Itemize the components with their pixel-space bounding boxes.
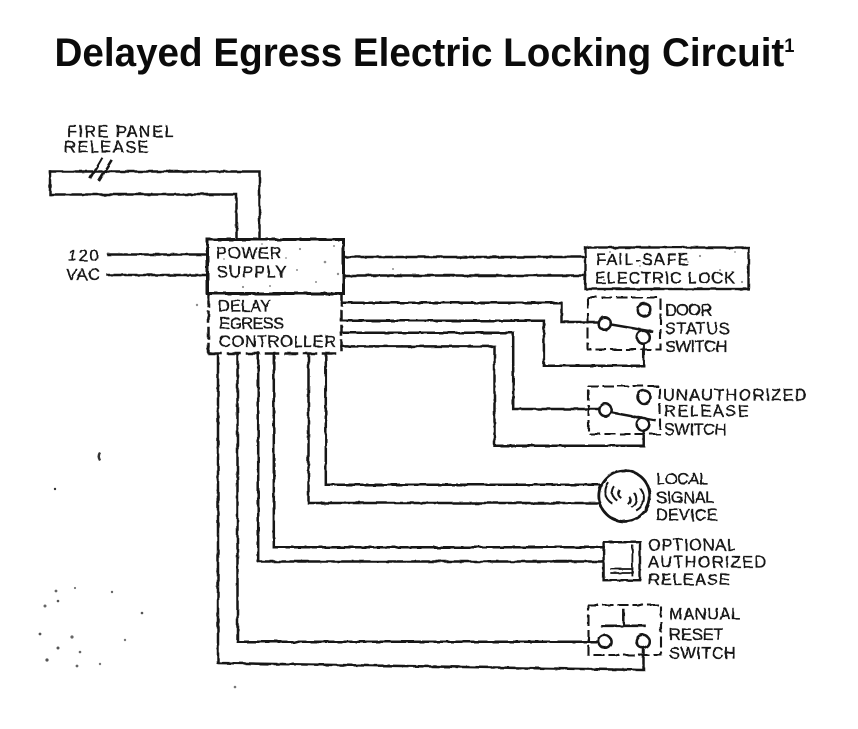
svg-text:SUPPLY: SUPPLY bbox=[217, 264, 288, 282]
svg-text:ELECTRIC LOCK: ELECTRIC LOCK bbox=[595, 270, 737, 288]
svg-text:POWER: POWER bbox=[216, 245, 283, 263]
svg-text:RESET: RESET bbox=[669, 626, 725, 644]
svg-text:EGRESS: EGRESS bbox=[219, 315, 286, 333]
svg-text:DELAY: DELAY bbox=[218, 298, 273, 316]
svg-text:AUTHORIZED: AUTHORIZED bbox=[648, 554, 768, 572]
svg-text:FIRE PANEL: FIRE PANEL bbox=[67, 123, 175, 141]
svg-text:OPTIONAL: OPTIONAL bbox=[648, 537, 737, 555]
svg-text:LOCAL: LOCAL bbox=[656, 471, 710, 489]
svg-text:DOOR: DOOR bbox=[665, 302, 714, 320]
svg-text:DEVICE: DEVICE bbox=[656, 507, 719, 525]
svg-text:FAIL-SAFE: FAIL-SAFE bbox=[596, 251, 690, 269]
svg-text:Delayed Egress Electric Lockin: Delayed Egress Electric Locking Circuit1 bbox=[55, 31, 795, 75]
svg-text:120: 120 bbox=[68, 247, 100, 265]
svg-text:SWITCH: SWITCH bbox=[669, 645, 737, 663]
svg-text:VAC: VAC bbox=[66, 266, 102, 284]
svg-text:SIGNAL: SIGNAL bbox=[656, 489, 716, 507]
svg-text:UNAUTHORIZED: UNAUTHORIZED bbox=[663, 387, 808, 405]
svg-text:SWITCH: SWITCH bbox=[665, 338, 729, 356]
svg-text:STATUS: STATUS bbox=[665, 320, 731, 338]
svg-text:RELEASE: RELEASE bbox=[664, 403, 750, 421]
svg-text:RELEASE: RELEASE bbox=[64, 139, 150, 157]
svg-text:CONTROLLER: CONTROLLER bbox=[219, 333, 338, 351]
svg-text:SWITCH: SWITCH bbox=[664, 421, 728, 439]
svg-text:MANUAL: MANUAL bbox=[669, 606, 742, 624]
svg-text:RELEASE: RELEASE bbox=[648, 571, 731, 589]
